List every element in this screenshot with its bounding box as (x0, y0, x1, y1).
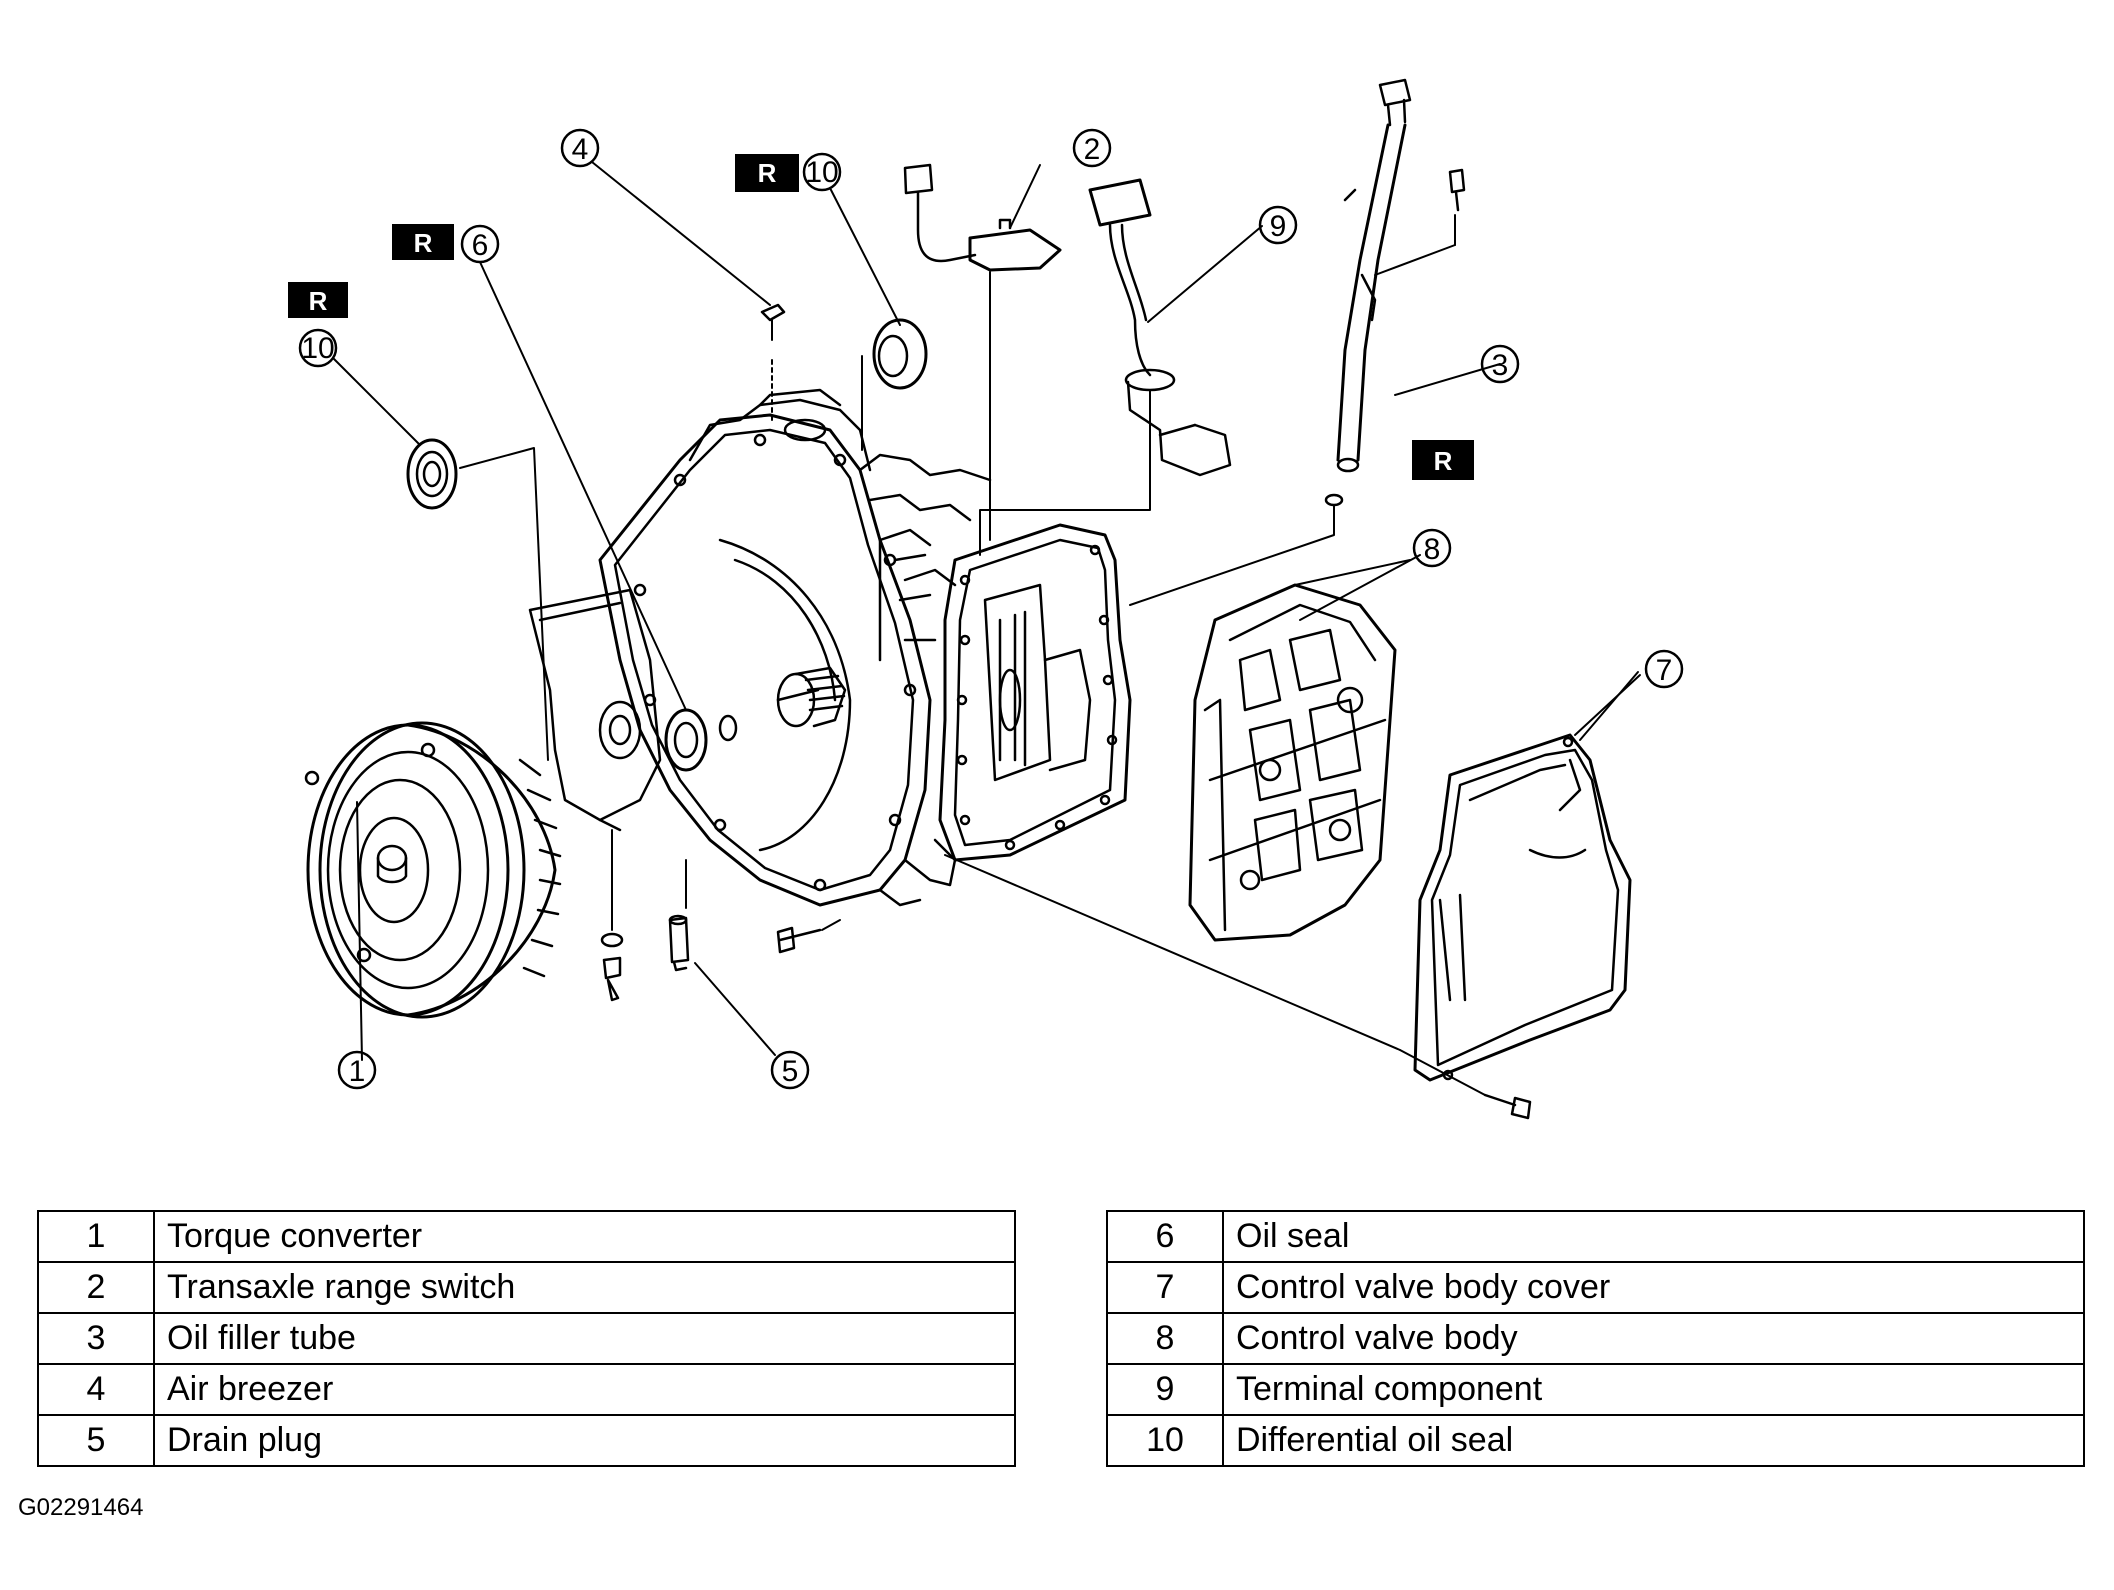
oil-seal-drawing (664, 708, 738, 772)
callout-3: 3 (1492, 349, 1509, 382)
part-name: Oil filler tube (153, 1312, 1016, 1365)
callout-7: 7 (1656, 654, 1673, 687)
part-name: Terminal component (1222, 1363, 2085, 1416)
svg-text:R: R (1434, 446, 1453, 476)
replace-badge-oil-seal: R (392, 224, 454, 260)
part-number: 3 (37, 1312, 155, 1365)
part-number: 8 (1106, 1312, 1224, 1365)
exploded-transaxle-diagram: 1 2 3 4 5 6 7 8 9 10 10 R R R R (288, 78, 1684, 1120)
part-name: Air breezer (153, 1363, 1016, 1416)
callout-circles (298, 128, 1684, 1090)
control-valve-body-drawing (1188, 554, 1421, 942)
case-bolts-drawing (600, 829, 1532, 1120)
part-name: Torque converter (153, 1210, 1016, 1263)
torque-converter-drawing (304, 721, 562, 1019)
part-name: Oil seal (1222, 1210, 2085, 1263)
part-number: 2 (37, 1261, 155, 1314)
figure-id: G02291464 (18, 1494, 144, 1521)
replace-badge-top: R (735, 154, 799, 192)
callout-6: 6 (472, 229, 489, 262)
part-number: 4 (37, 1363, 155, 1416)
replace-badge-left: R (288, 282, 348, 318)
part-name: Control valve body (1222, 1312, 2085, 1365)
part-number: 1 (37, 1210, 155, 1263)
cover-assembly-leader (944, 854, 1401, 1051)
part-number: 5 (37, 1414, 155, 1467)
differential-oil-seal-left-drawing (406, 438, 549, 761)
callout-1: 1 (349, 1055, 366, 1088)
svg-text:R: R (758, 158, 777, 188)
callout-leaders (332, 161, 1639, 1061)
oil-filler-tube-drawing (1129, 78, 1466, 606)
part-number: 6 (1106, 1210, 1224, 1263)
part-name: Control valve body cover (1222, 1261, 2085, 1314)
transaxle-case-drawing (528, 388, 1132, 907)
callout-2: 2 (1084, 133, 1101, 166)
part-number: 7 (1106, 1261, 1224, 1314)
part-name: Differential oil seal (1222, 1414, 2085, 1467)
part-name: Transaxle range switch (153, 1261, 1016, 1314)
callout-10-left: 10 (301, 332, 334, 365)
replace-badge-filler-tube: R (1412, 440, 1474, 480)
transaxle-range-switch-drawing (903, 163, 1062, 541)
svg-text:R: R (309, 286, 328, 316)
part-number: 9 (1106, 1363, 1224, 1416)
callout-4: 4 (572, 133, 589, 166)
part-number: 10 (1106, 1414, 1224, 1467)
callout-8: 8 (1424, 533, 1441, 566)
callout-10-top: 10 (805, 156, 838, 189)
callout-5: 5 (782, 1055, 799, 1088)
svg-text:R: R (414, 228, 433, 258)
control-valve-body-cover-drawing (1413, 674, 1641, 1082)
callout-9: 9 (1270, 210, 1287, 243)
differential-oil-seal-top-drawing (861, 318, 928, 451)
part-name: Drain plug (153, 1414, 1016, 1467)
air-breather-drawing (760, 303, 786, 421)
terminal-component-drawing (979, 178, 1232, 556)
